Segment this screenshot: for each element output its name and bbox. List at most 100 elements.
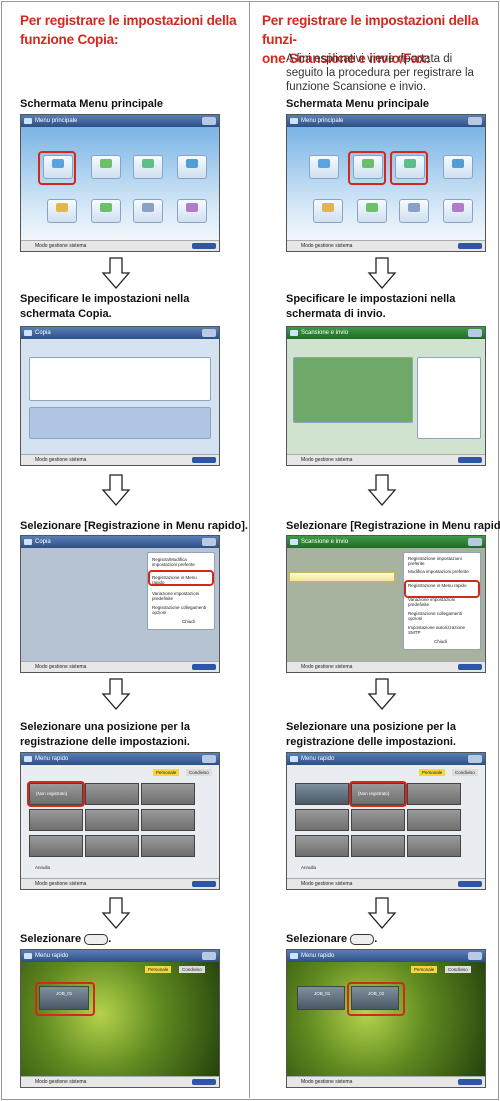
- screen-title-bar: Scansione e invio: [287, 536, 485, 548]
- step3-label: Selezionare [Registrazione in Menu rapid…: [20, 520, 248, 532]
- cancel-button: Annulla: [301, 865, 317, 870]
- slot: [141, 835, 195, 857]
- copy-heading: Per registrare le impostazioni della fun…: [20, 11, 237, 49]
- down-arrow-icon: [367, 897, 397, 929]
- copy-icon: [24, 539, 32, 545]
- screen-title-bar: Menu rapido: [287, 950, 485, 962]
- step2-label-line1: Specificare le impostazioni nella: [20, 293, 190, 305]
- destination-row: [289, 572, 395, 582]
- send-settings-panel: [417, 357, 481, 439]
- quick-menu-icon: [290, 953, 298, 959]
- quick-menu-highlight: [404, 580, 480, 598]
- shared-tab: Condiviso: [186, 769, 212, 776]
- slot: (Non registrato): [29, 783, 83, 805]
- copy-settings-panel: [29, 357, 211, 401]
- slot-highlight: [349, 781, 407, 807]
- counter-icon: [468, 755, 482, 763]
- screen-title: Menu rapido: [301, 953, 335, 959]
- screen-title: Menu rapido: [35, 756, 69, 762]
- job02-button: JOB_02: [351, 986, 399, 1010]
- footer-text: Modo gestione sistema: [301, 243, 353, 249]
- quick-menu-icon: [24, 756, 32, 762]
- job01-button: JOB_01: [297, 986, 345, 1010]
- screen-title-bar: Menu rapido: [21, 753, 219, 765]
- step4-label-line2: registrazione delle impostazioni.: [20, 736, 190, 748]
- screen-footer: Modo gestione sistema: [287, 661, 485, 672]
- screen-title: Copia: [35, 330, 51, 336]
- main-menu-screenshot: Menu principale Modo gestione sistema: [20, 114, 220, 252]
- cancel-button: Annulla: [35, 865, 51, 870]
- down-arrow-icon: [367, 257, 397, 289]
- footer-text: Modo gestione sistema: [35, 243, 87, 249]
- down-arrow-icon: [101, 257, 131, 289]
- screen-footer: Modo gestione sistema: [287, 240, 485, 251]
- copy-heading-line2: funzione Copia:: [20, 32, 119, 47]
- copy-menu-screenshot: Copia Registra/Modifica impostazioni pre…: [20, 535, 220, 673]
- shared-tab: Condiviso: [452, 769, 478, 776]
- slot: [351, 809, 405, 831]
- screen-footer: Modo gestione sistema: [21, 661, 219, 672]
- sky-background: [287, 127, 485, 241]
- slot-text: (Non registrato): [358, 791, 390, 796]
- slot: [85, 809, 139, 831]
- step4-label-line2: registrazione delle impostazioni.: [286, 736, 456, 748]
- copy-tile: [309, 155, 339, 179]
- step5-period: .: [108, 933, 112, 945]
- copy-functions-panel: [29, 407, 211, 439]
- note-line3: funzione Scansione e invio.: [286, 81, 427, 93]
- options-menu: Registrazione impostazioni preferite Mod…: [403, 552, 481, 650]
- column-divider: [249, 2, 250, 1098]
- menu-close: Chiudi: [182, 619, 195, 624]
- step4-label: Selezionare una posizione per la registr…: [20, 720, 190, 750]
- scan-icon: [290, 539, 298, 545]
- job01-label: JOB_01: [314, 991, 331, 996]
- step1-label: Schermata Menu principale: [20, 98, 164, 110]
- screen-title: Menu principale: [35, 118, 78, 124]
- fax-tile: [353, 155, 383, 179]
- step2-label: Specificare le impostazioni nella scherm…: [286, 292, 455, 322]
- shared-tab: Condiviso: [445, 966, 471, 973]
- footer-text: Modo gestione sistema: [35, 457, 87, 463]
- slot-job01: [295, 783, 349, 805]
- slot-highlight: [27, 781, 85, 807]
- destination-panel: [293, 357, 413, 423]
- scan-highlight: [390, 151, 428, 185]
- scan-note: A fini esplicativi viene riportata di se…: [286, 52, 486, 94]
- footer-button: [458, 881, 482, 887]
- screen-footer: Modo gestione sistema: [21, 240, 219, 251]
- stored-files-tile: [47, 199, 77, 223]
- options-menu: Registra/Modifica impostazioni preferite…: [147, 552, 215, 630]
- copy-icon: [24, 330, 32, 336]
- footer-button: [192, 457, 216, 463]
- personal-tab: Personale: [411, 966, 438, 973]
- personal-tab: Personale: [153, 769, 180, 776]
- fax-inbox-tile: [357, 199, 387, 223]
- return-key-icon: [350, 933, 375, 945]
- screen-title: Menu rapido: [35, 953, 69, 959]
- footer-button: [192, 1079, 216, 1085]
- screen-footer: Modo gestione sistema: [21, 878, 219, 889]
- counter-icon: [468, 952, 482, 960]
- scan-icon: [290, 330, 298, 336]
- counter-icon: [468, 329, 482, 337]
- step4-label-line1: Selezionare una posizione per la: [20, 721, 190, 733]
- scan-heading: Per registrare le impostazioni della fun…: [262, 11, 498, 68]
- screen-title-bar: Menu principale: [287, 115, 485, 127]
- footer-text: Modo gestione sistema: [35, 881, 87, 887]
- slot: [85, 783, 139, 805]
- footer-button: [192, 881, 216, 887]
- footer-text: Modo gestione sistema: [301, 457, 353, 463]
- menu-item-3: Registrazione in Menu rapido: [408, 583, 467, 588]
- down-arrow-icon: [101, 897, 131, 929]
- main-menu-screenshot: Menu principale Modo gestione sistema: [286, 114, 486, 252]
- leaf-background: [21, 962, 219, 1077]
- screen-title: Scansione e invio: [301, 539, 349, 545]
- step5-label: Selezionare .: [20, 932, 111, 947]
- slot: [407, 835, 461, 857]
- quick-menu-slots-screenshot: Menu rapido Personale Condiviso (Non reg…: [286, 752, 486, 890]
- screen-title: Copia: [35, 539, 51, 545]
- slot: [141, 809, 195, 831]
- quick-menu-final-screenshot: Menu rapido Personale Condiviso JOB_01 J…: [286, 949, 486, 1088]
- screen-title-bar: Menu principale: [21, 115, 219, 127]
- home-icon: [24, 118, 32, 124]
